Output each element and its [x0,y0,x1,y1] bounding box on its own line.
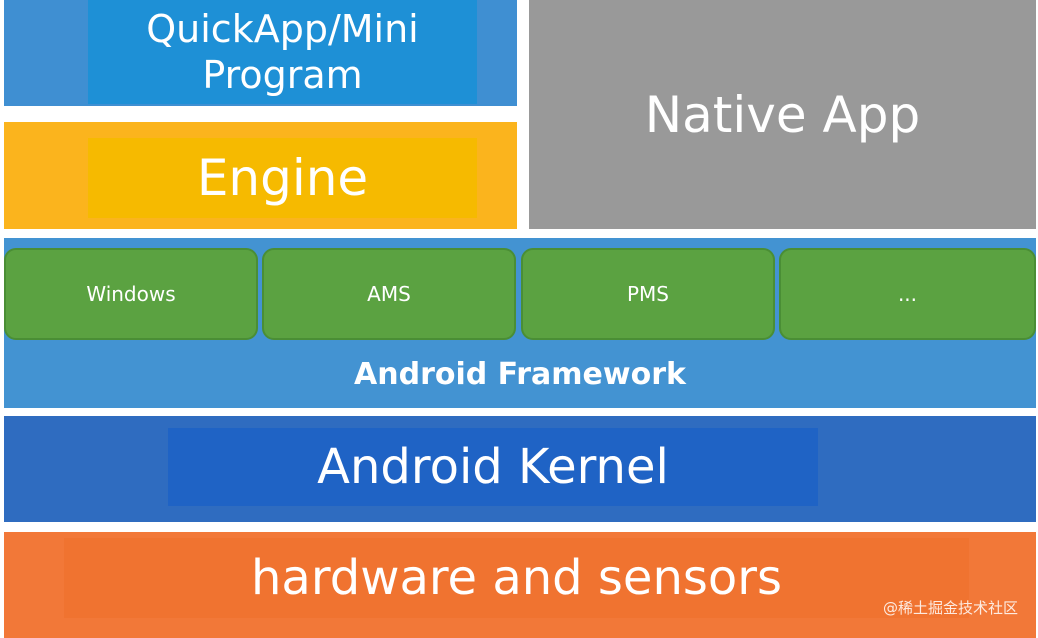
android-kernel-layer: Android Kernel [4,416,1036,522]
watermark: @稀土掘金技术社区 [882,599,1018,617]
kernel-label-box [168,428,818,506]
framework-service-ams: AMS [262,248,516,340]
hardware-layer: hardware and sensors [4,532,1036,638]
quickapp-label-box [88,0,477,104]
hardware-label-box [64,538,969,618]
framework-service-windows: Windows [4,248,258,340]
framework-service-more: ... [779,248,1036,340]
native-app-label: Native App [644,85,921,144]
hardware-label: hardware and sensors [251,550,782,606]
framework-service-pms: PMS [521,248,775,340]
android-framework-title: Android Framework [354,356,686,392]
native-app-layer: Native App [529,0,1036,229]
engine-layer: Engine [4,122,517,229]
engine-label: Engine [196,149,369,207]
engine-label-box [88,138,477,218]
android-framework-layer: Windows AMS PMS ... Android Framework [4,238,1036,408]
android-kernel-label: Android Kernel [317,439,669,495]
